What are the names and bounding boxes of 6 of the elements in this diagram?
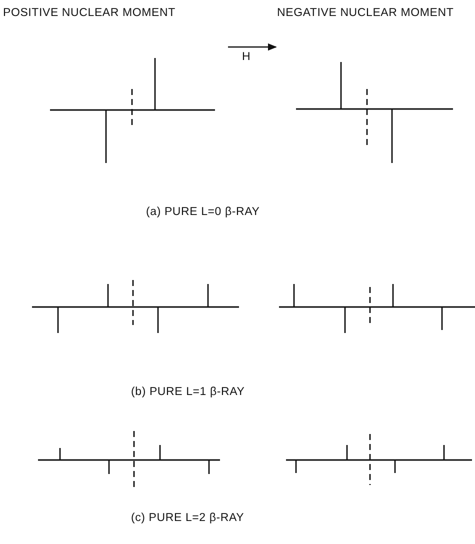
heading: POSITIVE NUCLEAR MOMENT: [3, 7, 176, 19]
caption: (b) PURE L=1 β-RAY: [131, 386, 245, 398]
field-symbol: H: [242, 51, 251, 63]
caption: (a) PURE L=0 β-RAY: [146, 206, 260, 218]
caption: (c) PURE L=2 β-RAY: [131, 512, 244, 524]
heading: NEGATIVE NUCLEAR MOMENT: [277, 7, 454, 19]
